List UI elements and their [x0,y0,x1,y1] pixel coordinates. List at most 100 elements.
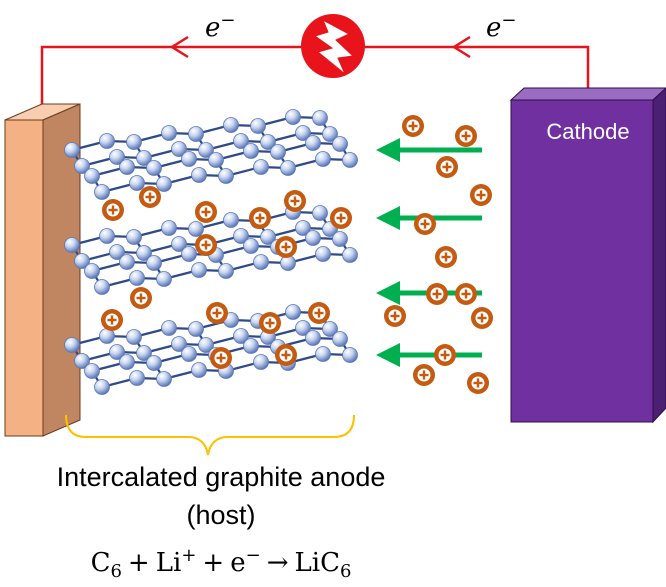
external-circuit: e− e− [40,10,590,104]
carbon-atom [332,331,348,347]
carbon-atom [64,337,80,353]
lithium-ion [434,344,456,366]
carbon-atom [181,151,197,167]
lithium-ion [102,199,124,221]
carbon-atom [94,379,110,395]
carbon-atom [94,279,110,295]
carbon-atom [109,149,125,165]
carbon-atom [342,347,358,363]
carbon-atom [74,353,90,369]
carbon-atom [270,144,286,160]
carbon-atom [218,263,234,279]
carbon-atom [64,237,80,253]
lithium-ion [330,207,352,229]
lithium-ion [284,190,306,212]
carbon-atom [171,141,187,157]
lithium-ion [384,305,406,327]
lithium-ion [470,184,492,206]
carbon-atom [233,228,249,244]
carbon-atom [109,344,125,360]
lithium-ion [139,186,161,208]
carbon-atom [315,346,331,362]
carbon-atom [188,321,204,337]
lithium-ion [455,125,477,147]
electron-label-left: e− [205,10,235,43]
wire-arrow-right [451,35,471,59]
carbon-atom [64,142,80,158]
carbon-atom [99,228,115,244]
carbon-atom [84,363,100,379]
carbon-atom [253,254,269,270]
carbon-atom [223,212,239,228]
load-lightning-icon [301,14,365,78]
carbon-atom [260,134,276,150]
carbon-atom [198,337,214,353]
carbon-atom [129,270,145,286]
carbon-atom [208,152,224,168]
cathode-label: Cathode [546,119,629,144]
lithium-ion [249,207,271,229]
lithium-ion [210,347,232,369]
carbon-atom [305,230,321,246]
carbon-atom [99,133,115,149]
wire-arrow-left [169,35,189,59]
carbon-atom [191,362,207,378]
carbon-atom [161,320,177,336]
carbon-atom [315,246,331,262]
carbon-atom [312,205,328,221]
carbon-atom [136,345,152,361]
carbon-atom [295,220,311,236]
carbon-atom [305,135,321,151]
carbon-atom [136,245,152,261]
carbon-atom [181,346,197,362]
lithium-ion [101,309,123,331]
carbon-atom [188,221,204,237]
lithium-ion [259,312,281,334]
carbon-atom [218,168,234,184]
carbon-atom [74,253,90,269]
carbon-atom [136,150,152,166]
carbon-atom [191,167,207,183]
carbon-atom [84,168,100,184]
carbon-atom [295,125,311,141]
carbon-atom [312,110,328,126]
carbon-atom [161,220,177,236]
carbon-atom [181,246,197,262]
ion-migration-arrows [376,138,482,367]
carbon-atom [295,320,311,336]
carbon-atom [171,336,187,352]
lithium-ion [467,372,489,394]
carbon-atom [285,109,301,125]
migration-arrow [376,343,482,367]
carbon-atom [74,158,90,174]
carbon-atom [84,263,100,279]
carbon-atom [126,329,142,345]
anode-caption-line1: Intercalated graphite anode [57,462,386,492]
lithium-ion [436,156,458,178]
carbon-atom [243,238,259,254]
carbon-atom [188,126,204,142]
carbon-atom [322,321,338,337]
lithium-ion [413,364,435,386]
lithium-ion [195,234,217,256]
carbon-atom [233,328,249,344]
carbon-atom [126,134,142,150]
lithium-ion [195,201,217,223]
reaction-equation: C6+Li++e−→LiC6 [91,545,352,582]
carbon-atom [223,117,239,133]
lithium-ion [206,302,228,324]
carbon-atom [119,254,135,270]
carbon-atom [119,159,135,175]
graphite-layer [64,109,358,200]
carbon-atom [250,118,266,134]
carbon-atom [156,271,172,287]
carbon-atom [171,236,187,252]
lithium-ion [435,246,457,268]
carbon-atom [260,229,276,245]
carbon-atom [119,354,135,370]
lithium-ion [308,302,330,324]
carbon-atom [198,142,214,158]
lithium-ion [402,115,424,137]
carbon-atom [342,152,358,168]
